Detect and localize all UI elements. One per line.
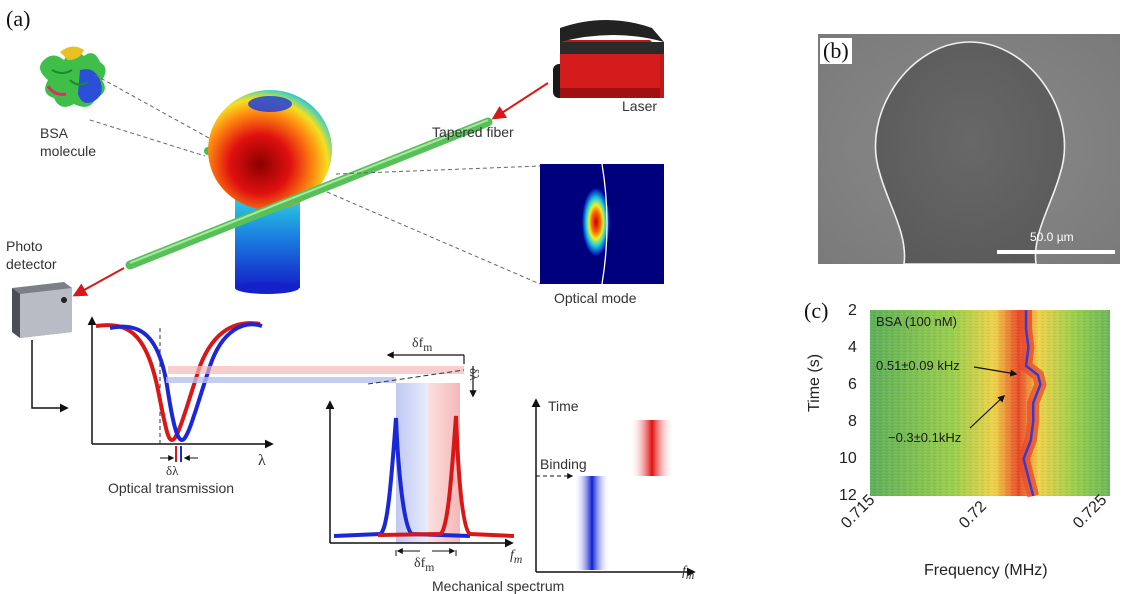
mechanical-spectrum-label: Mechanical spectrum (432, 578, 565, 594)
delta-fm-bottom-label: δfm (414, 556, 435, 574)
bsa-label: BSA (40, 125, 69, 141)
detector-arrow (72, 267, 125, 297)
panel-a-letter: (a) (6, 6, 31, 31)
optical-transmission-label: Optical transmission (108, 480, 235, 496)
y-tick-label: 12 (839, 487, 857, 504)
detector-label: detector (6, 256, 57, 272)
fiber-label: Tapered fiber (432, 124, 514, 140)
mechanical-spectrum-plot (325, 383, 515, 556)
x-axis-label: Frequency (MHz) (924, 562, 1048, 579)
annotation-upshift: 0.51±0.09 kHz (876, 358, 960, 373)
sem-micrograph (818, 34, 1120, 265)
y-axis-label: Time (s) (806, 353, 823, 412)
y-tick-label: 10 (839, 450, 857, 467)
molecule-label: molecule (40, 143, 97, 159)
y-tick-label: 4 (848, 339, 857, 356)
laser-icon (553, 20, 664, 98)
photo-label: Photo (6, 238, 43, 254)
optical-transmission-plot (87, 316, 274, 462)
y-tick-label: 8 (848, 413, 857, 430)
delta-fm-top-label: δfm (412, 336, 433, 354)
time-axis-label: Time (548, 398, 579, 414)
bsa-molecule-icon (40, 46, 106, 107)
peak-line (1022, 310, 1042, 497)
blue-guide-band (166, 377, 396, 383)
panel-b-letter: (b) (820, 38, 852, 64)
y-tick-label: 2 (848, 302, 857, 319)
spectrogram-heatmap (870, 310, 1110, 498)
y-tick-label: 6 (848, 376, 857, 393)
delta-lambda-label: δλ (166, 463, 179, 478)
time-frequency-plot (531, 398, 696, 577)
photodetector-icon (12, 282, 72, 338)
annotation-downshift: −0.3±0.1kHz (888, 430, 962, 445)
optical-mode-inset (326, 163, 664, 285)
panel-b-sem-image: (b) 50.0 µm (818, 34, 1120, 265)
optical-mode-label: Optical mode (554, 290, 637, 306)
laser-arrow (491, 82, 549, 120)
downshift-arrow (969, 395, 1006, 429)
lambda-axis-label: λ (258, 452, 266, 469)
x-tick-label: 0.72 (956, 497, 991, 533)
fm-axis-label-time: fm (682, 564, 695, 582)
scale-bar-label: 50.0 µm (1030, 230, 1074, 244)
peak-track (1017, 310, 1047, 498)
upshift-arrow (973, 366, 1018, 377)
binding-label: Binding (540, 456, 587, 472)
panel-c-letter: (c) (804, 298, 829, 323)
delta-lambda-vert-label: δλ (467, 368, 482, 381)
red-guide-band (168, 366, 464, 374)
panel-a-illustration (12, 20, 696, 577)
signal-arrow (31, 340, 69, 413)
heatmap-legend: BSA (100 nM) (876, 314, 957, 329)
fm-axis-label-spectrum: fm (510, 548, 523, 566)
laser-label: Laser (622, 98, 658, 114)
tapered-fiber (125, 117, 493, 270)
annotation-arrows (969, 366, 1018, 429)
